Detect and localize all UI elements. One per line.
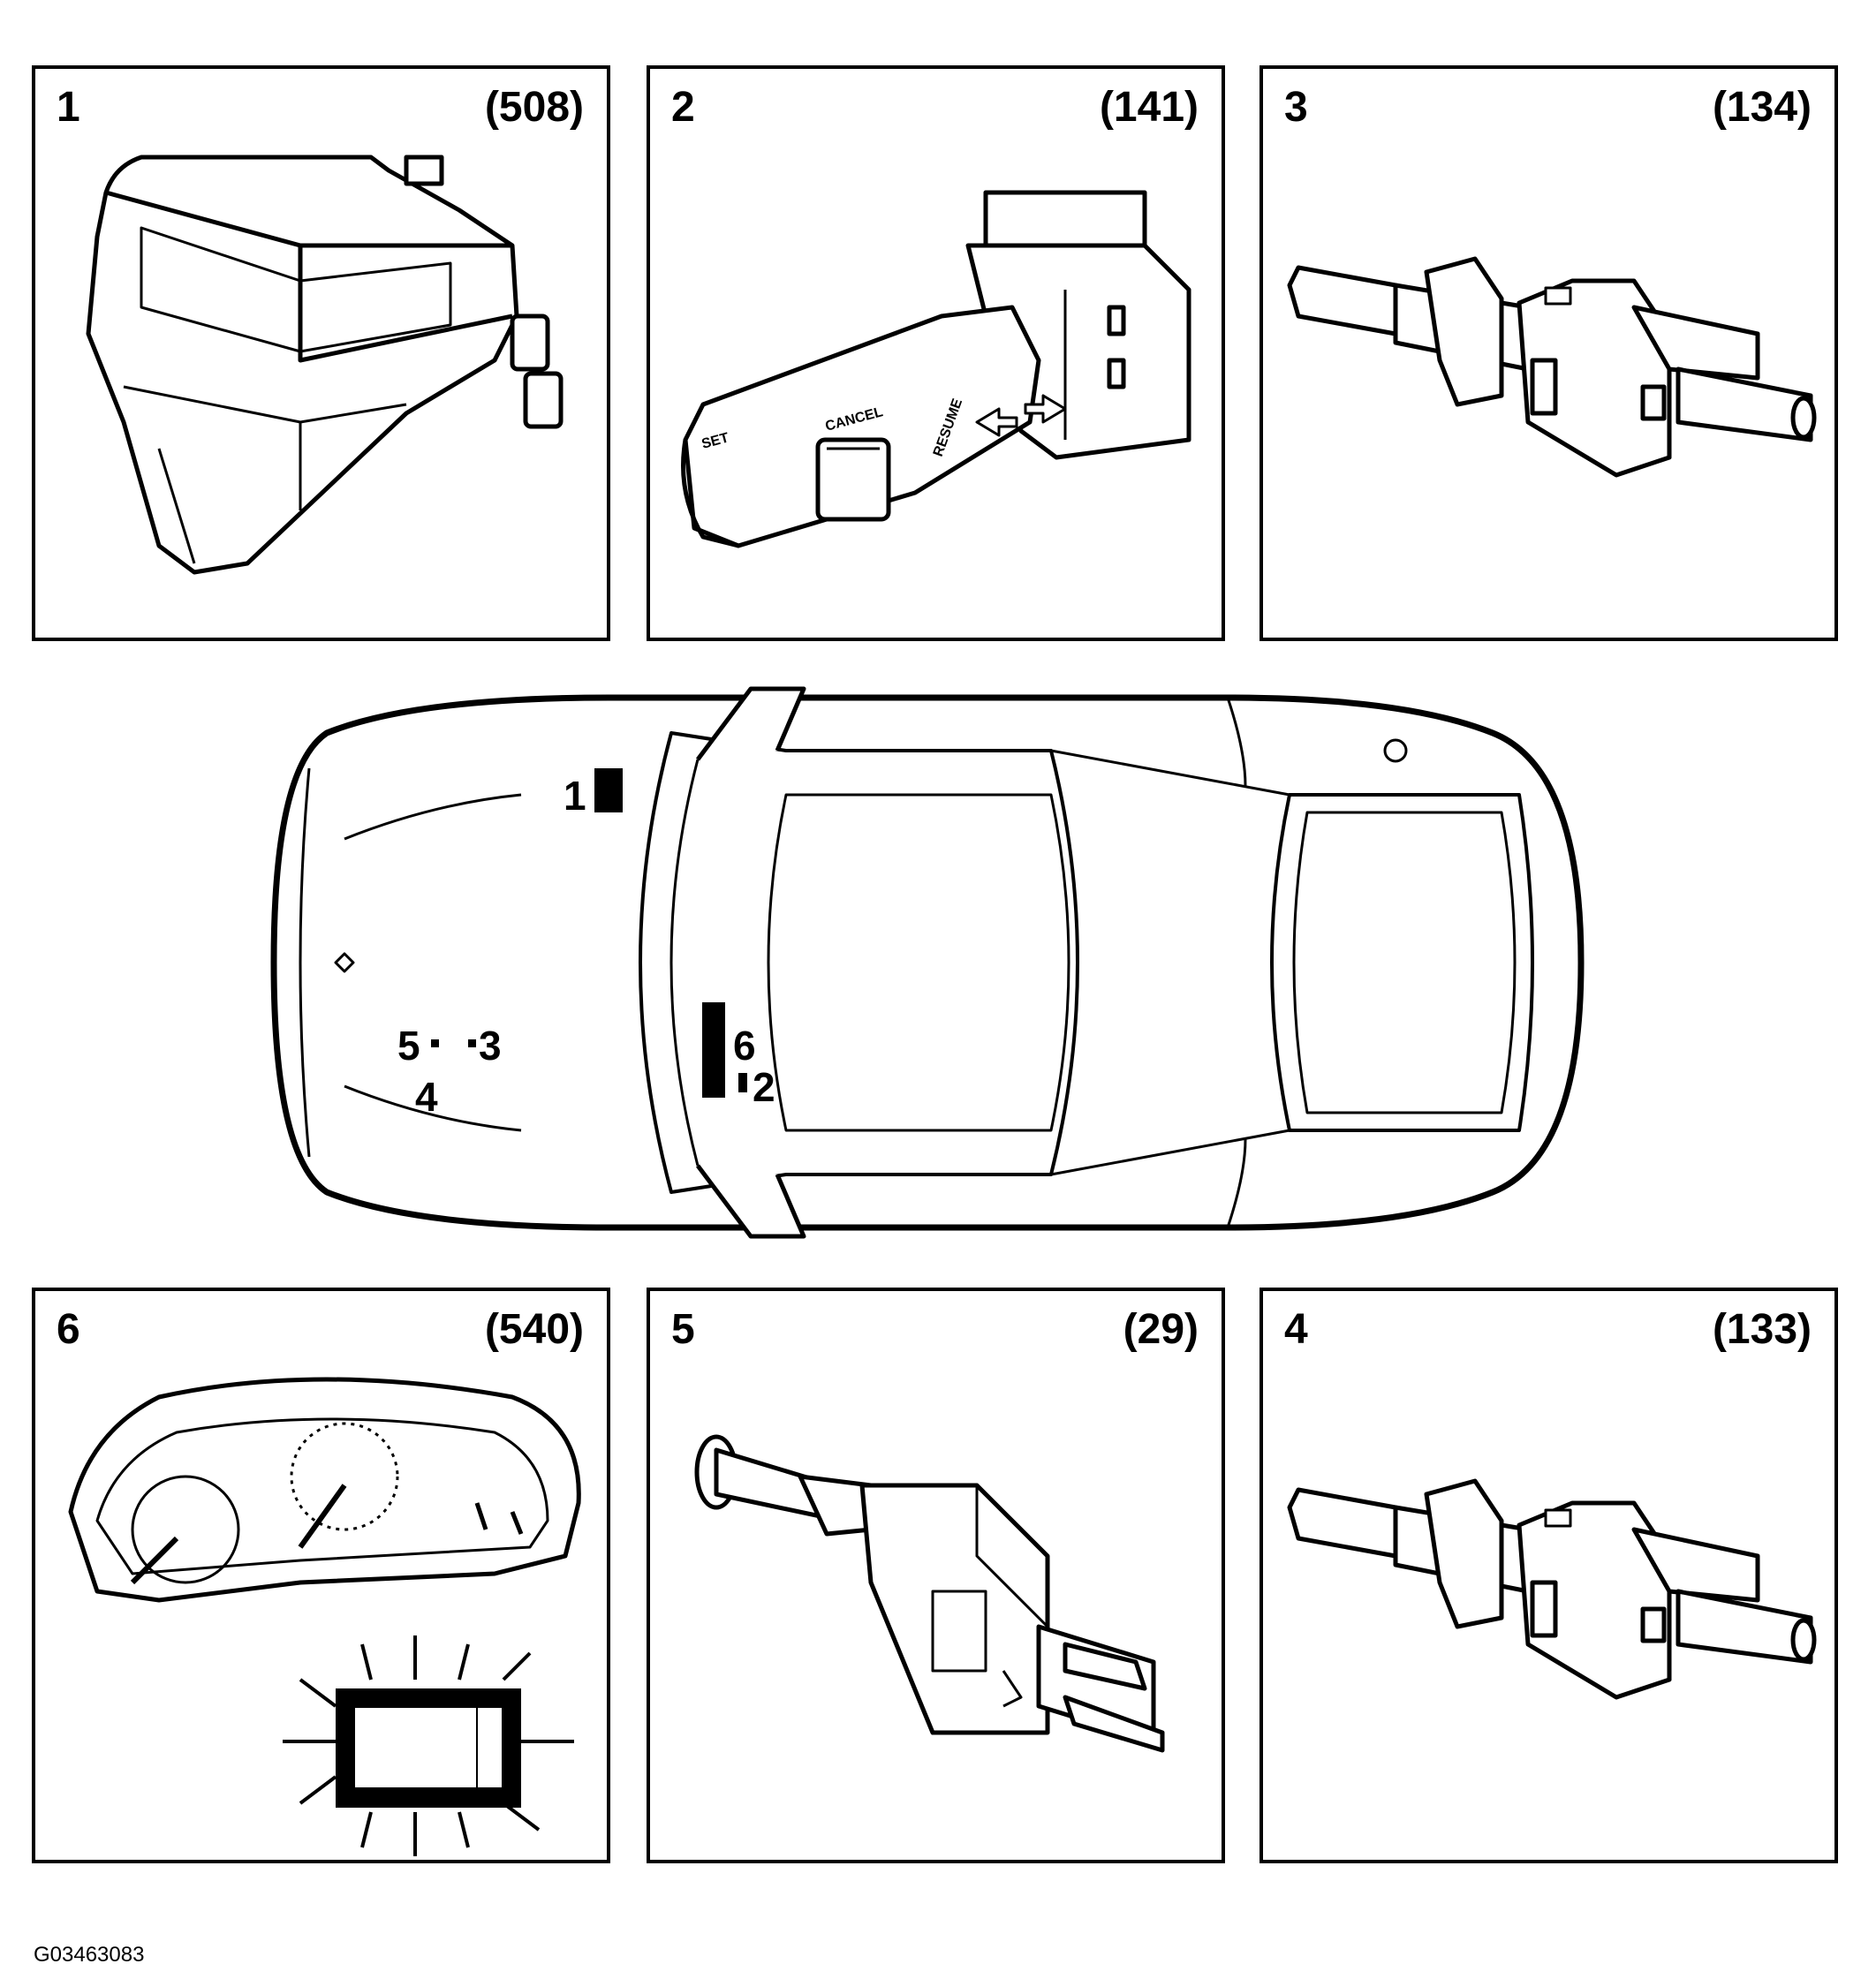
brake-pedal-switch-icon: [1287, 256, 1817, 478]
panel-code: (134): [1712, 84, 1812, 131]
panel-number: 2: [671, 84, 695, 131]
panel-number: 1: [57, 84, 80, 131]
panel-6: 6 (540): [32, 1288, 610, 1863]
panel-3: 3 (134): [1259, 65, 1838, 641]
panel-code: (540): [484, 1306, 584, 1353]
clutch-pedal-switch-icon: [1287, 1478, 1817, 1700]
panel-5: 5 (29): [647, 1288, 1225, 1863]
panel-code: (29): [1123, 1306, 1199, 1353]
car-label-5: 5: [397, 1023, 420, 1069]
panel-number: 5: [671, 1306, 695, 1353]
panel-code: (508): [484, 84, 584, 131]
panel-number: 4: [1284, 1306, 1308, 1353]
control-module-icon: [86, 155, 564, 575]
panel-number: 3: [1284, 84, 1308, 131]
car-label-2: 2: [753, 1064, 775, 1110]
figure-id: G03463083: [34, 1943, 145, 1967]
panel-code: (133): [1712, 1306, 1812, 1353]
panel-2: 2 (141) SET CANCEL RESUME: [647, 65, 1225, 641]
panel-4: 4 (133): [1259, 1288, 1838, 1863]
panel-code: (141): [1099, 84, 1199, 131]
stop-lamp-switch-icon: [694, 1434, 1165, 1753]
car-label-1: 1: [564, 773, 586, 819]
panel-1: 1 (508): [32, 65, 610, 641]
car-top-view: 1 5 3 6 4 2: [270, 686, 1585, 1239]
car-label-3: 3: [479, 1023, 502, 1069]
car-label-6: 6: [733, 1023, 756, 1069]
car-label-4: 4: [415, 1074, 438, 1120]
cruise-control-stalk-icon: SET CANCEL RESUME: [681, 190, 1191, 548]
instrument-cluster-icon: [68, 1377, 581, 1856]
panel-number: 6: [57, 1306, 80, 1353]
